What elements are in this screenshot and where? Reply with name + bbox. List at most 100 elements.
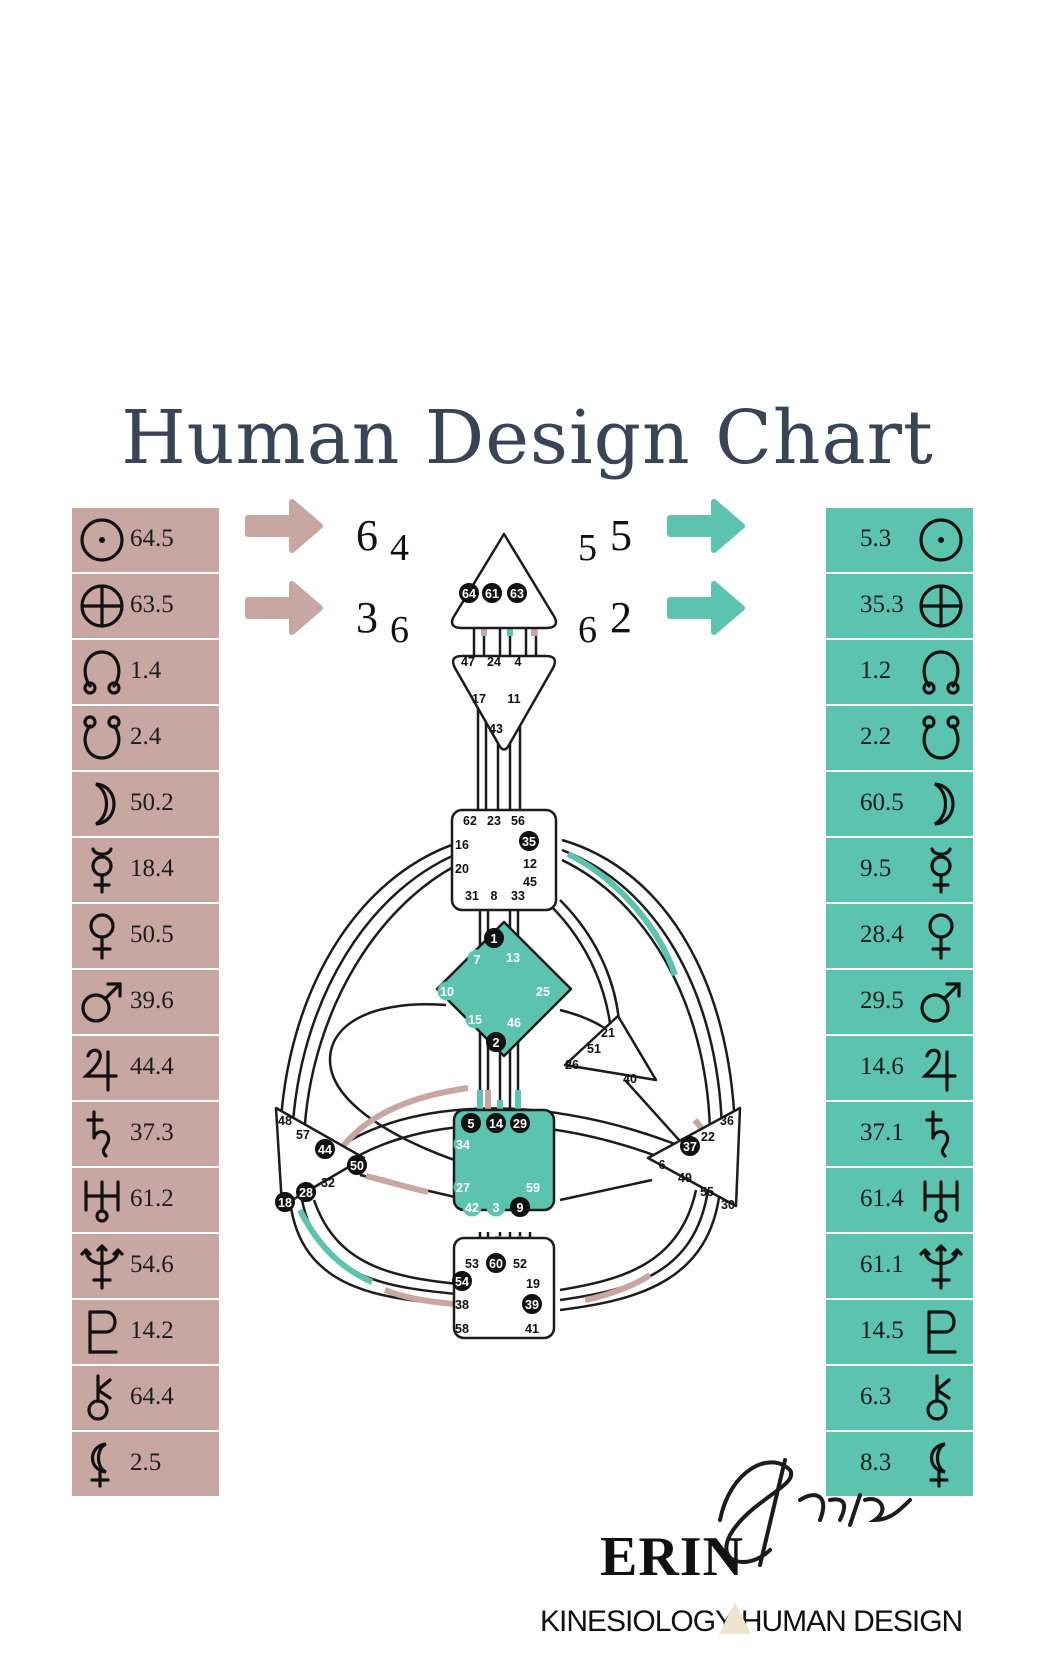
gate-number: 16 (455, 838, 469, 852)
gate-number: 25 (536, 985, 550, 999)
pluto-icon (927, 1310, 957, 1354)
gate-number: 38 (455, 1298, 469, 1312)
gate-marker (482, 583, 502, 603)
gate-marker (486, 1113, 506, 1133)
lilith-icon (90, 1442, 110, 1488)
gate-marker (437, 981, 457, 1001)
moon-icon (95, 782, 116, 826)
gate-number: 37 (683, 1140, 697, 1154)
gate-number: 63 (510, 587, 524, 601)
design-row: 14.6 (826, 1036, 973, 1102)
gate-marker (510, 1113, 530, 1133)
south-node-icon (922, 715, 960, 760)
mercury-icon (91, 847, 113, 894)
gate-number: 49 (678, 1171, 692, 1185)
design-value: 28.4 (860, 921, 904, 948)
sun-icon (80, 518, 124, 562)
uranus-icon (923, 1180, 959, 1223)
design-value: 14.5 (860, 1317, 904, 1344)
personality-row: 44.4 (72, 1036, 219, 1102)
design-row: 35.3 (826, 574, 973, 640)
lilith-icon (929, 1442, 949, 1488)
personality-row: 54.6 (72, 1234, 219, 1300)
gate-number: 56 (511, 814, 525, 828)
design-value: 35.3 (860, 591, 904, 618)
variable-left-top-small: 4 (390, 527, 409, 569)
gate-marker (347, 1155, 367, 1175)
design-value: 61.4 (860, 1185, 904, 1212)
gate-number: 28 (299, 1186, 313, 1200)
gate-marker (486, 1032, 506, 1052)
centers (274, 532, 742, 1340)
gate-marker (296, 1182, 316, 1202)
design-row: 9.5 (826, 838, 973, 904)
gate-number: 39 (525, 1298, 539, 1312)
gate-number: 13 (506, 951, 520, 965)
design-row: 60.5 (826, 772, 973, 838)
design-value: 9.5 (860, 855, 892, 882)
gate-number: 27 (456, 1181, 470, 1195)
gate-marker (507, 583, 527, 603)
gate-number: 64 (462, 587, 476, 601)
gate-number: 46 (507, 1016, 521, 1030)
gate-number: 9 (517, 1201, 524, 1215)
design-row: 6.3 (826, 1366, 973, 1432)
gate-number: 5 (468, 1117, 475, 1131)
neptune-icon (80, 1244, 124, 1290)
gate-number: 58 (455, 1322, 469, 1336)
gate-number: 30 (721, 1198, 735, 1212)
gate-number: 33 (511, 889, 525, 903)
gate-number: 48 (278, 1114, 292, 1128)
personality-value: 2.5 (130, 1449, 162, 1476)
gate-marker (486, 1197, 506, 1217)
design-value: 29.5 (860, 987, 904, 1014)
jupiter-icon (82, 1048, 118, 1092)
neptune-icon (919, 1244, 963, 1290)
earth-icon (919, 584, 963, 628)
gate-number: 17 (472, 692, 486, 706)
gate-number: 31 (465, 889, 479, 903)
personality-value: 37.3 (130, 1119, 174, 1146)
gate-number: 53 (465, 1257, 479, 1271)
gate-number: 42 (465, 1201, 479, 1215)
gate-number: 7 (474, 953, 481, 967)
design-row: 29.5 (826, 970, 973, 1036)
gate-marker (523, 1177, 543, 1197)
design-row: 28.4 (826, 904, 973, 970)
gate-number: 61 (485, 587, 499, 601)
moon-icon (934, 782, 955, 826)
gate-number: 3 (493, 1201, 500, 1215)
personality-value: 1.4 (130, 657, 162, 684)
design-row: 8.3 (826, 1432, 973, 1498)
gate-number: 41 (525, 1322, 539, 1336)
gate-number: 23 (487, 814, 501, 828)
gate-number: 2 (493, 1036, 500, 1050)
design-value: 2.2 (860, 723, 892, 750)
personality-value: 50.5 (130, 921, 174, 948)
design-row: 61.4 (826, 1168, 973, 1234)
personality-row: 64.4 (72, 1366, 219, 1432)
gate-marker (504, 1012, 524, 1032)
gate-marker (467, 949, 487, 969)
solar-plexus-center (646, 1106, 742, 1208)
design-value: 5.3 (860, 525, 892, 552)
gate-number: 54 (455, 1275, 469, 1289)
mars-icon (920, 982, 961, 1023)
gate-number: 59 (526, 1181, 540, 1195)
personality-row: 2.4 (72, 706, 219, 772)
gate-number: 60 (489, 1257, 503, 1271)
variable-right-top-big: 5 (610, 511, 632, 560)
personality-row: 1.4 (72, 640, 219, 706)
triangle-icon (719, 1602, 751, 1634)
design-value: 14.6 (860, 1053, 904, 1080)
personality-arrows (245, 499, 323, 635)
gate-number: 26 (565, 1058, 579, 1072)
personality-value: 64.5 (130, 525, 174, 552)
gate-number: 6 (659, 1158, 666, 1172)
gate-marker (453, 1177, 473, 1197)
personality-value: 64.4 (130, 1383, 174, 1410)
north-node-icon (83, 650, 121, 695)
variable-right-bottom-big: 2 (610, 593, 632, 642)
